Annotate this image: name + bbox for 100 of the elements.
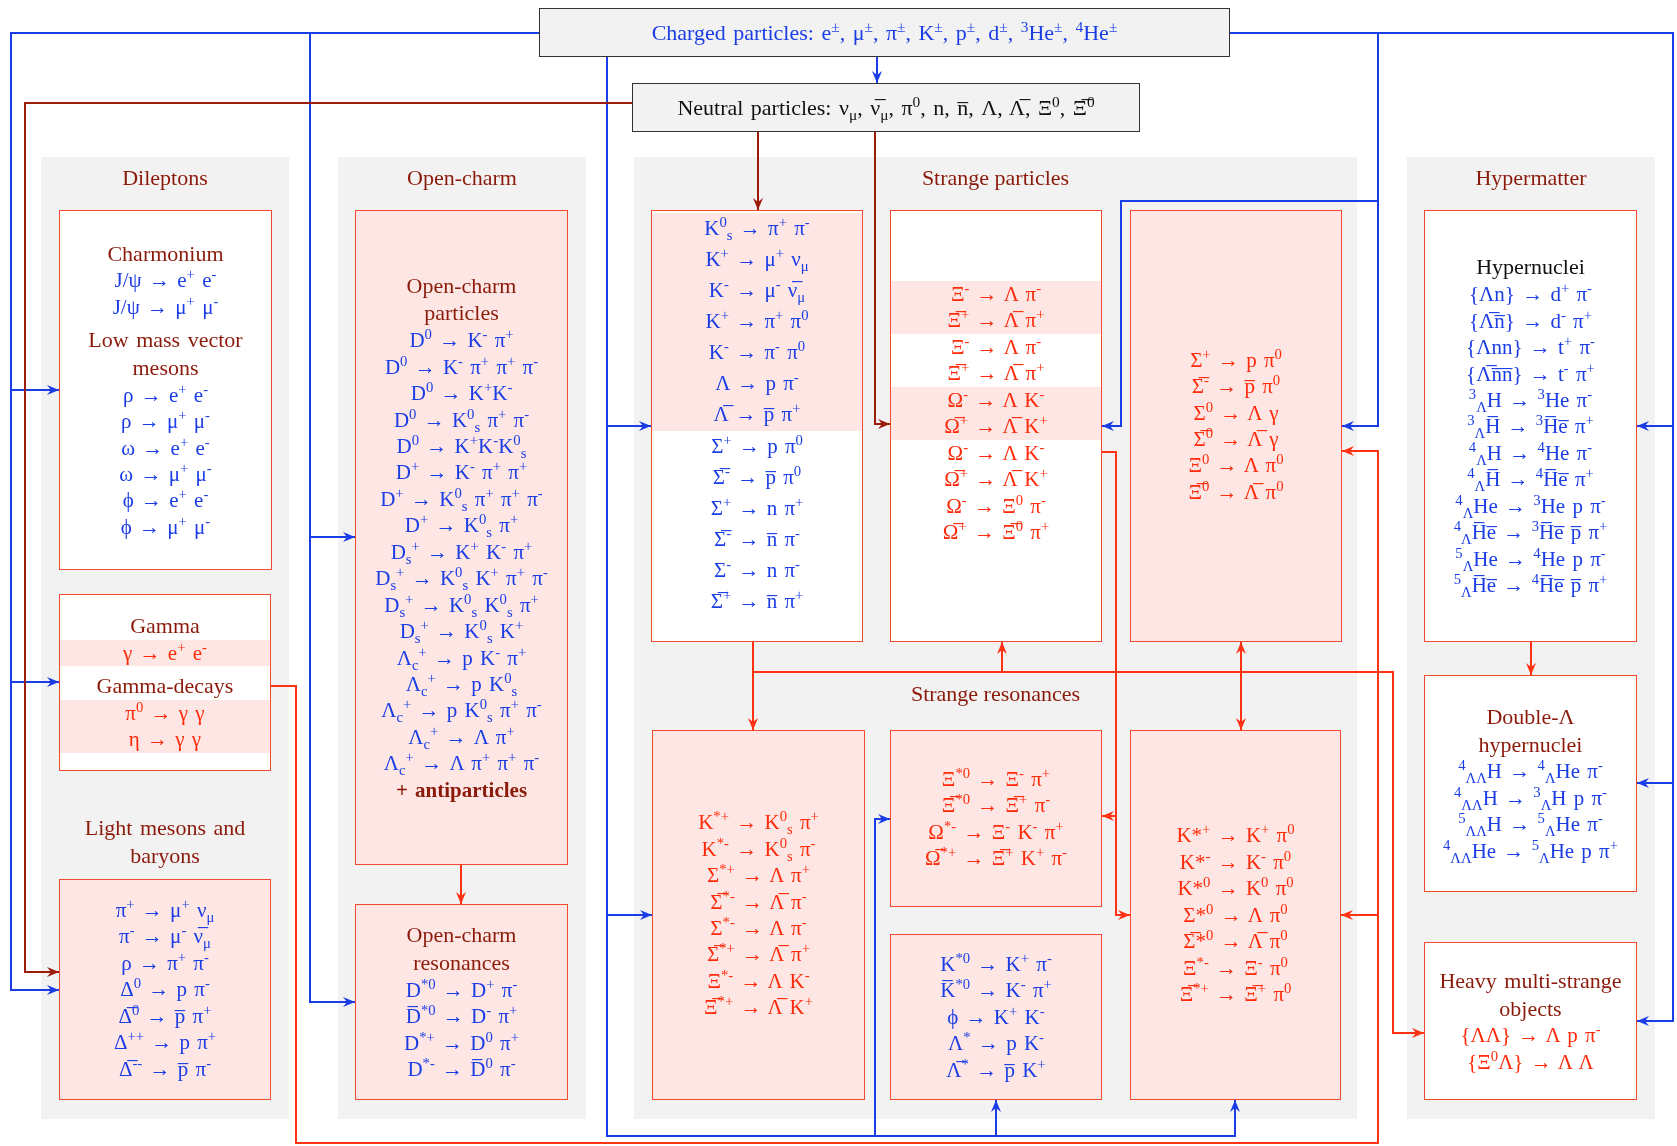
decay-equation: Ξ$^{0}$ → Λ π$^{0}$ <box>1188 452 1284 479</box>
decay-equation: Ω̅$^{*+}$ → Ξ̅$^{+}$ K$^{+}$ π$^{-}$ <box>924 844 1067 872</box>
connector-arrow <box>874 131 891 429</box>
decay-equation: Δ̅$^{0}$ → p̅ π$^{+}$ <box>118 1002 212 1030</box>
decay-equation: {Ξ$^{0}$Λ} → Λ Λ <box>1467 1048 1594 1076</box>
decay-equation: Σ̅$^{-}$ → n̅ π$^{-}$ <box>714 523 800 553</box>
decay-equation: Ξ$^{*0}$ → Ξ$^{-}$ π$^{+}$ <box>941 765 1051 793</box>
decay-equation: Σ$^{-}$ → n π$^{-}$ <box>714 554 800 584</box>
decay-equation: K̅$^{*0}$ → K$^{-}$ π$^{+}$ <box>940 977 1052 1004</box>
decay-equation: K$^{*-}$ → K$^{0}$$_{s}$ π$^{-}$ <box>701 835 816 863</box>
decay-equation: Σ̅$^{+}$ → n̅ π$^{+}$ <box>710 585 804 615</box>
particle-list: Charged particles: e$^{±}$, μ$^{±}$, π$^{±}$, K$^{±}$, p$^{±}$, d$^{±}$, $^{3}$He$^{±}$, $^{4}$He$^{±}$ <box>651 19 1118 46</box>
decay-equation: Σ̅$^{*-}$ → Λ̅ π$^{-}$ <box>710 888 807 915</box>
decay-equation: Δ̅$^{--}$ → p̅ π$^{-}$ <box>118 1055 212 1083</box>
box-heading: Gamma <box>130 612 200 640</box>
decay-equation: Ω$^{-}$ → Ξ$^{0}$ π$^{-}$ <box>946 492 1046 520</box>
particle-box <box>539 8 1230 57</box>
connector-arrow <box>1236 641 1246 731</box>
decay-box <box>355 210 568 865</box>
decay-equation: Σ̅$^{-}$ → p̅ π$^{0}$ <box>712 461 802 491</box>
decay-equation: ω → μ$^{+}$ μ$^{-}$ <box>119 461 212 488</box>
connector-arrow <box>753 131 763 211</box>
decay-equation: Ω$^{-}$ → Λ K$^{-}$ <box>947 386 1045 414</box>
decay-equation: Σ*$^{0}$ → Λ π$^{0}$ <box>1183 901 1288 929</box>
decay-equation: Ξ̅$^{+}$ → Λ̅ π$^{+}$ <box>947 307 1045 334</box>
decay-equation: D$_{s}$$^{+}$ → K$^{0}$$_{s}$ K$^{+}$ <box>399 618 524 645</box>
group-heading: Open-charm <box>407 165 517 191</box>
decay-equation: D$^{0}$ → K$^{-}$ π$^{+}$ π$^{+}$ π$^{-}$ <box>384 353 539 381</box>
decay-equation: K$^{-}$ → π$^{-}$ π$^{0}$ <box>708 337 806 367</box>
decay-equation: Ω̅$^{+}$ → Λ̅ K$^{+}$ <box>944 413 1048 440</box>
decay-box <box>1424 210 1637 642</box>
decay-equation: D̅$^{*0}$ → D$^{-}$ π$^{+}$ <box>405 1003 518 1030</box>
decay-equation: Λ$_{c}$$^{+}$ → Λ π$^{+}$ π$^{+}$ π$^{-}$ <box>383 750 540 777</box>
decay-equation: Σ$^{+}$ → p π$^{0}$ <box>711 430 803 460</box>
box-heading: Low mass vector mesons <box>87 326 244 382</box>
decay-equation: K$^{*+}$ → K$^{0}$$_{s}$ π$^{+}$ <box>698 809 819 836</box>
connector-arrow <box>456 864 466 905</box>
particle-list: Neutral particles: ν$_{μ}$, ν̅$_{μ}$, π$^{0}$, n, n̅, Λ, Λ̅, Ξ$^{0}$, Ξ̅$^{0}$ <box>677 94 1095 121</box>
decay-equation: Σ̅$^{*+}$ → Λ̅ π$^{+}$ <box>706 941 811 968</box>
group-panel <box>634 157 1357 1119</box>
decay-equation: D$^{+}$ → K$^{0}$$_{s}$ π$^{+}$ <box>404 512 519 539</box>
decay-equation: {Λn} → d$^{+}$ π$^{-}$ <box>1469 281 1592 308</box>
group-panel <box>338 157 586 1119</box>
group-panel <box>41 157 289 1119</box>
decay-equation: Ω̅$^{+}$ → Λ̅ K$^{+}$ <box>944 466 1048 493</box>
decay-equation: Ξ$^{*-}$ → Λ K$^{-}$ <box>707 967 810 995</box>
decay-equation: Ω$^{*-}$ → Ξ$^{-}$ K$^{-}$ π$^{+}$ <box>928 818 1064 845</box>
decay-equation: D$_{s}$$^{+}$ → K$^{+}$ K$^{-}$ π$^{+}$ <box>390 538 533 566</box>
decay-equation: D$^{+}$ → K$^{-}$ π$^{+}$ π$^{+}$ <box>395 459 528 486</box>
decay-equation: Λ → p π$^{-}$ <box>715 368 799 398</box>
decay-equation: D$^{*+}$ → D$^{0}$ π$^{+}$ <box>404 1029 519 1057</box>
decay-equation: Σ̅*$^{0}$ → Λ̅ π$^{0}$ <box>1183 928 1288 955</box>
decay-equation: K$^{+}$ → π$^{+}$ π$^{0}$ <box>705 306 809 336</box>
decay-box <box>890 730 1102 907</box>
decay-equation: Σ$^{*-}$ → Λ π$^{-}$ <box>710 915 807 942</box>
decay-equation: Σ$^{0}$ → Λ γ <box>1193 399 1279 426</box>
box-heading: Open-charm particles <box>405 271 518 328</box>
decay-equation: Ω̅$^{+}$ → Ξ̅$^{0}$ π$^{+}$ <box>942 519 1050 546</box>
decay-equation: Σ$^{+}$ → n π$^{+}$ <box>710 492 804 522</box>
decay-equation: Δ$^{0}$ → p π$^{-}$ <box>120 976 210 1003</box>
decay-equation: K$^{-}$ → μ$^{-}$ ν̅$_{μ}$ <box>708 275 806 307</box>
decay-equation: ϕ → e$^{+}$ e$^{-}$ <box>122 487 209 514</box>
decay-box <box>1130 210 1342 642</box>
decay-equation: {ΛΛ} → Λ p π$^{-}$ <box>1460 1022 1601 1049</box>
decay-box <box>59 594 271 771</box>
box-heading: Open-charm resonances <box>405 921 518 977</box>
decay-equation: Λ̅$^{*}$ → p̅ K$^{+}$ <box>946 1056 1046 1084</box>
decay-equation: K$^{0}$$_{s}$ → π$^{+}$ π$^{-}$ <box>704 213 810 245</box>
decay-box <box>1130 730 1341 1100</box>
decay-equation: D$_{s}$$^{+}$ → K$^{0}$$_{s}$ K$^{0}$$_{s}$ π$^{+}$ <box>384 591 539 619</box>
decay-equation: D$_{s}$$^{+}$ → K$^{0}$$_{s}$ K$^{+}$ π$^{+}$ π$^{-}$ <box>375 565 548 592</box>
decay-box <box>1424 942 1637 1100</box>
decay-equation: Ξ$^{-}$ → Λ π$^{-}$ <box>950 281 1042 308</box>
decay-equation: Ξ̅$^{*0}$ → Ξ̅$^{+}$ π$^{-}$ <box>941 792 1051 819</box>
note-text: + antiparticles <box>395 776 528 804</box>
decay-equation: K*$^{+}$ → K$^{+}$ π$^{0}$ <box>1176 822 1295 849</box>
decay-equation: ϕ → μ$^{+}$ μ$^{-}$ <box>120 513 211 541</box>
decay-equation: Ξ$^{*-}$ → Ξ$^{-}$ π$^{0}$ <box>1183 954 1288 982</box>
group-heading: Strange resonances <box>910 681 1081 707</box>
decay-equation: Δ$^{++}$ → p π$^{+}$ <box>113 1029 217 1056</box>
box-heading: Light mesons and baryons <box>83 814 247 870</box>
decay-box <box>59 210 272 570</box>
decay-equation: Σ̅$^{-}$ → p̅ π$^{0}$ <box>1191 373 1281 400</box>
decay-equation: Ξ̅$^{+}$ → Λ̅ π$^{+}$ <box>947 360 1045 387</box>
decay-equation: Ω$^{-}$ → Λ K$^{-}$ <box>947 439 1045 467</box>
decay-box <box>652 730 865 1100</box>
decay-box <box>651 210 863 642</box>
decay-equation: K$^{+}$ → μ$^{+}$ ν$_{μ}$ <box>705 244 809 276</box>
decay-equation: Λ$^{*}$ → p K$^{-}$ <box>948 1030 1044 1057</box>
decay-equation: J/ψ → μ$^{+}$ μ$^{-}$ <box>112 293 219 321</box>
decay-equation: Λ$_{c}$$^{+}$ → p K$^{0}$$_{s}$ π$^{+}$ π$^{-}$ <box>381 697 542 724</box>
group-panel <box>1407 157 1655 1119</box>
connector-arrow <box>1526 641 1536 676</box>
decay-equation: D$^{0}$ → K$^{0}$$_{s}$ π$^{+}$ π$^{-}$ <box>393 406 530 433</box>
box-heading: Charmonium <box>107 239 224 268</box>
decay-equation: Σ$^{*+}$ → Λ π$^{+}$ <box>706 862 811 889</box>
group-heading: Hypermatter <box>1475 165 1587 191</box>
decay-equation: J/ψ → e$^{+}$ e$^{-}$ <box>114 267 217 294</box>
decay-equation: D$^{*0}$ → D$^{+}$ π$^{-}$ <box>405 976 518 1004</box>
decay-equation: Σ̅$^{0}$ → Λ̅ γ <box>1193 426 1279 453</box>
